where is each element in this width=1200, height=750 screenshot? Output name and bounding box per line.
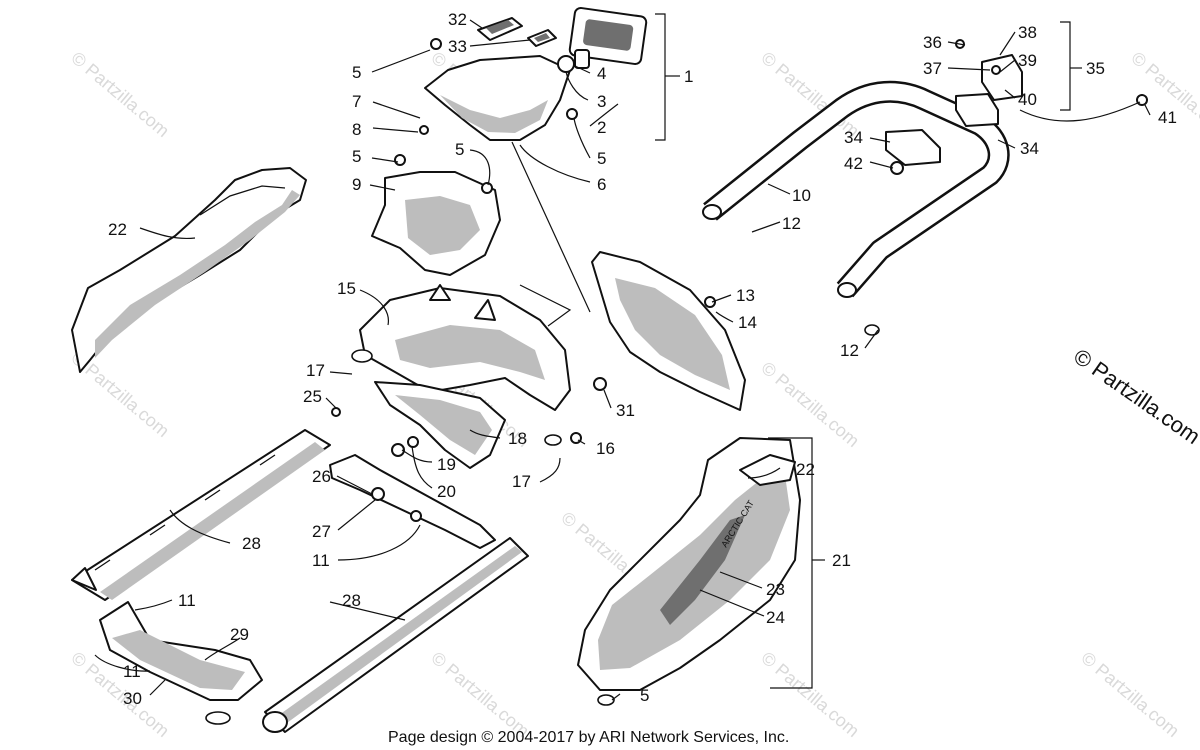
part-grab-bar <box>702 80 1010 298</box>
part-hitch-bracket <box>99 601 263 725</box>
callout-17: 17 <box>306 361 325 380</box>
callout-21: 21 <box>832 551 851 570</box>
watermark: © Partzilla.com <box>757 358 863 451</box>
callout-39: 39 <box>1018 51 1037 70</box>
callout-13: 13 <box>736 286 755 305</box>
callout-36: 36 <box>923 33 942 52</box>
callout-16: 16 <box>596 439 615 458</box>
part-rear-side-panel: ARCTIC CAT <box>577 437 801 691</box>
part-rail-upper <box>71 429 331 601</box>
callout-42: 42 <box>844 154 863 173</box>
callout-3: 3 <box>597 92 606 111</box>
callout-15: 15 <box>337 279 356 298</box>
callout-18: 18 <box>508 429 527 448</box>
callout-26: 26 <box>312 467 331 486</box>
part-inner-fender <box>359 284 571 411</box>
part-4-bulb <box>557 55 575 73</box>
callout-31: 31 <box>616 401 635 420</box>
part-side-panel-left <box>71 167 307 373</box>
callout-5: 5 <box>597 149 606 168</box>
callout-12: 12 <box>782 214 801 233</box>
watermark: © Partzilla.com <box>1127 48 1200 141</box>
callout-12: 12 <box>840 341 859 360</box>
callout-34: 34 <box>844 128 863 147</box>
callout-14: 14 <box>738 313 757 332</box>
callout-11: 11 <box>123 662 141 681</box>
callout-37: 37 <box>923 59 942 78</box>
callout-22: 22 <box>796 460 815 479</box>
callout-6: 6 <box>597 175 606 194</box>
callout-8: 8 <box>352 120 361 139</box>
part-brackets-34 <box>885 54 1023 175</box>
part-fender-flap <box>374 381 506 469</box>
callout-5: 5 <box>352 147 361 166</box>
watermark-large: © Partzilla.com <box>1069 344 1200 450</box>
callout-35: 35 <box>1086 59 1105 78</box>
callout-11: 11 <box>178 591 196 610</box>
part-mount-plate <box>371 171 501 276</box>
watermark: © Partzilla.com <box>1077 648 1183 741</box>
callout-27: 27 <box>312 522 331 541</box>
callout-19: 19 <box>437 455 456 474</box>
part-taillight-assembly <box>424 6 648 141</box>
callout-7: 7 <box>352 92 361 111</box>
callout-25: 25 <box>303 387 322 406</box>
callout-30: 30 <box>123 689 142 708</box>
callout-23: 23 <box>766 580 785 599</box>
callout-34: 34 <box>1020 139 1039 158</box>
callout-29: 29 <box>230 625 249 644</box>
callout-labels: 5 7 8 5 9 5 32 33 4 3 2 5 6 1 22 15 17 2… <box>108 10 1177 708</box>
part-35-clamp <box>981 54 1023 101</box>
callout-28: 28 <box>242 534 261 553</box>
callout-5: 5 <box>352 63 361 82</box>
callout-10: 10 <box>792 186 811 205</box>
callout-24: 24 <box>766 608 785 627</box>
part-side-insert <box>591 251 746 411</box>
leader-lines <box>94 13 1151 701</box>
callout-32: 32 <box>448 10 467 29</box>
callout-20: 20 <box>437 482 456 501</box>
hardware-fasteners <box>331 38 1148 706</box>
callout-9: 9 <box>352 175 361 194</box>
part-crossmember <box>329 454 496 549</box>
callout-41: 41 <box>1158 108 1177 127</box>
callout-4: 4 <box>597 64 606 83</box>
watermark: © Partzilla.com <box>67 48 173 141</box>
callout-2: 2 <box>597 118 606 137</box>
callout-38: 38 <box>1018 23 1037 42</box>
watermark: © Partzilla.com <box>757 648 863 741</box>
callout-33: 33 <box>448 37 467 56</box>
callout-5: 5 <box>640 686 649 705</box>
footer-credit: Page design © 2004-2017 by ARI Network S… <box>388 729 789 746</box>
callout-5: 5 <box>455 140 464 159</box>
part-rail-lower <box>262 537 529 733</box>
callout-40: 40 <box>1018 90 1037 109</box>
callout-11: 11 <box>312 551 330 570</box>
callout-17: 17 <box>512 472 531 491</box>
callout-28: 28 <box>342 591 361 610</box>
callout-22: 22 <box>108 220 127 239</box>
watermark: © Partzilla.com <box>427 648 533 741</box>
callout-1: 1 <box>684 67 693 86</box>
